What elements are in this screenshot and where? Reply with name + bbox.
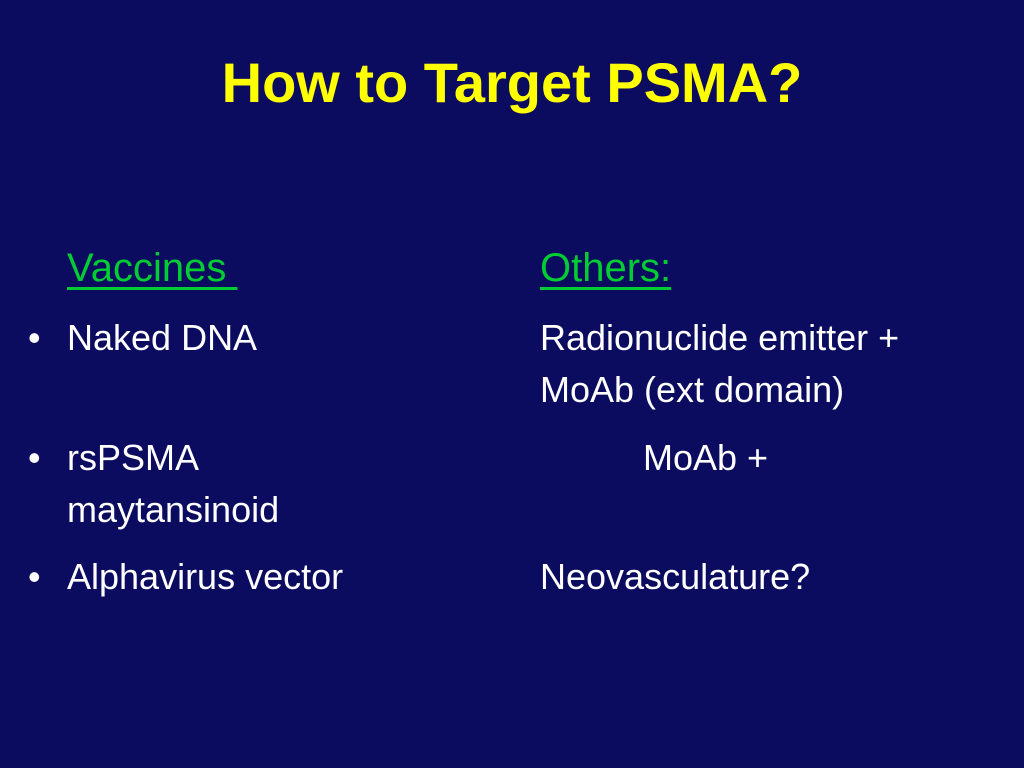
bullet-marker: • (28, 556, 41, 597)
bullet-naked-dna: Naked DNA (67, 317, 258, 358)
slide-title: How to Target PSMA? (221, 51, 803, 114)
bullet-rspsma: rsPSMA (67, 437, 200, 478)
bullet-marker: • (28, 437, 41, 478)
other-moab: MoAb + (643, 437, 769, 478)
others-heading: Others: (540, 246, 672, 290)
bullet-rspsma-continuation: maytansinoid (67, 489, 280, 530)
other-radionuclide-emitter-continuation: MoAb (ext domain) (540, 369, 845, 410)
other-neovasculature: Neovasculature? (540, 556, 811, 597)
bullet-marker: • (28, 317, 41, 358)
vaccines-heading: Vaccines (67, 246, 238, 290)
other-radionuclide-emitter: Radionuclide emitter + (540, 317, 900, 358)
bullet-alphavirus-vector: Alphavirus vector (67, 556, 344, 597)
